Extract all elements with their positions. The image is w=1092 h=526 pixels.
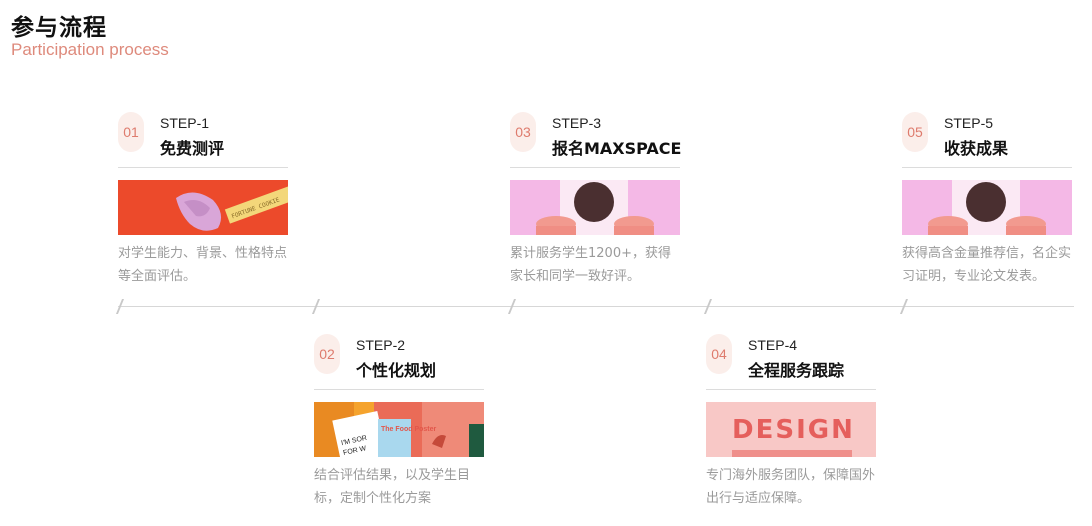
step-label: STEP-3 bbox=[552, 115, 602, 131]
step-description: 累计服务学生1200+，获得家长和同学一致好评。 bbox=[510, 246, 671, 284]
record-sleeve-image bbox=[510, 180, 680, 235]
step-number-badge: 03 bbox=[510, 112, 536, 152]
step-divider bbox=[118, 167, 288, 168]
step-title: 报名MAXSPACE bbox=[552, 139, 682, 158]
step-number-badge: 01 bbox=[118, 112, 144, 152]
step-title: 个性化规划 bbox=[356, 361, 437, 380]
step-description: 结合评估结果，以及学生目标，定制个性化方案 bbox=[314, 468, 471, 506]
step-divider bbox=[902, 167, 1072, 168]
step-number-badge: 04 bbox=[706, 334, 732, 374]
step-label: STEP-1 bbox=[160, 115, 210, 131]
step-number-badge: 02 bbox=[314, 334, 340, 374]
step-number-badge: 05 bbox=[902, 112, 928, 152]
step-title: 免费测评 bbox=[160, 139, 225, 158]
page-title: 参与流程 bbox=[11, 15, 107, 41]
design-lettering-image: DESIGN bbox=[706, 402, 876, 457]
step-title: 收获成果 bbox=[944, 139, 1009, 158]
step-divider bbox=[510, 167, 680, 168]
step-title: 全程服务跟踪 bbox=[748, 361, 845, 380]
step-label: STEP-5 bbox=[944, 115, 994, 131]
page-subtitle: Participation process bbox=[11, 40, 169, 59]
fortune-cookie-image: FORTUNE COOKIE bbox=[118, 180, 288, 235]
step-divider bbox=[706, 389, 876, 390]
step-description: 对学生能力、背景、性格特点等全面评估。 bbox=[118, 246, 288, 284]
design-text: DESIGN bbox=[732, 415, 855, 445]
step-divider bbox=[314, 389, 484, 390]
poster-text: The Food Poster bbox=[381, 426, 437, 433]
food-poster-image: I'M SOR FOR W The Food Poster bbox=[314, 402, 484, 457]
timeline-line bbox=[118, 306, 1074, 307]
step-description: 专门海外服务团队，保障国外出行与适应保障。 bbox=[706, 468, 876, 506]
record-sleeve-image bbox=[902, 180, 1072, 235]
step-label: STEP-2 bbox=[356, 337, 406, 353]
step-label: STEP-4 bbox=[748, 337, 798, 353]
step-description: 获得高含金量推荐信，名企实习证明，专业论文发表。 bbox=[902, 246, 1072, 284]
card-text: FOR W bbox=[343, 445, 368, 457]
